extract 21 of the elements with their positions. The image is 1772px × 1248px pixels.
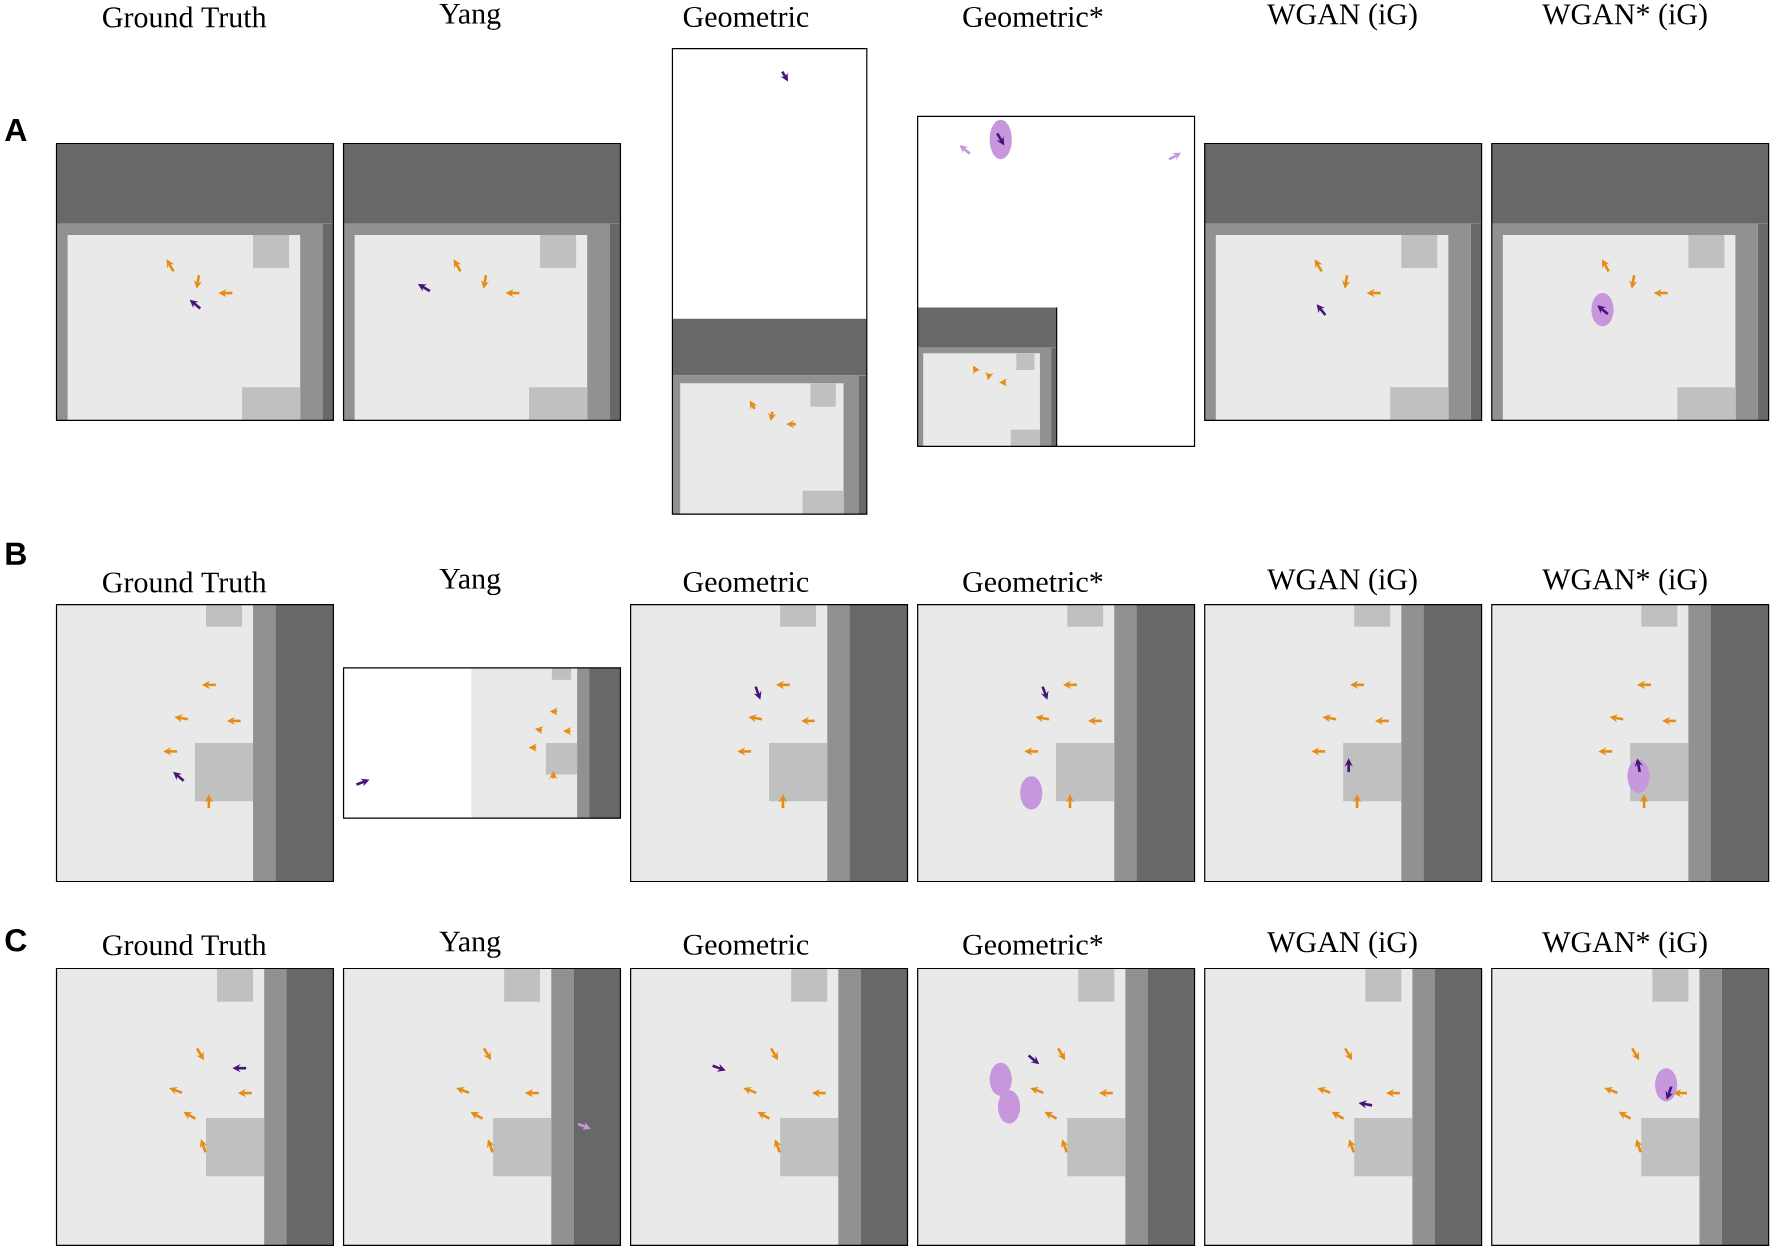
column-title: Geometric*	[963, 572, 1103, 593]
column-title: Ground Truth	[103, 571, 267, 593]
column-title: WGAN* (iG)	[1542, 568, 1707, 596]
column-title: Geometric	[683, 7, 809, 28]
column-title: Yang	[439, 4, 501, 31]
column-title: WGAN* (iG)	[1542, 931, 1707, 959]
column-title: Ground Truth	[103, 934, 267, 956]
column-title: WGAN (iG)	[1267, 3, 1417, 31]
column-title: Geometric*	[963, 7, 1103, 28]
column-title: Geometric*	[963, 934, 1103, 956]
column-title: Ground Truth	[103, 6, 267, 28]
column-title: WGAN (iG)	[1267, 568, 1417, 596]
column-title: WGAN* (iG)	[1542, 3, 1707, 31]
column-title: Geometric	[683, 572, 809, 593]
panel-letter: B	[6, 542, 26, 565]
column-title: WGAN (iG)	[1267, 931, 1417, 959]
panel-letter: C	[5, 929, 27, 952]
column-title: Yang	[439, 931, 501, 958]
panel-letter: A	[5, 119, 27, 142]
column-title: Yang	[439, 569, 501, 596]
column-title: Geometric	[683, 934, 809, 956]
